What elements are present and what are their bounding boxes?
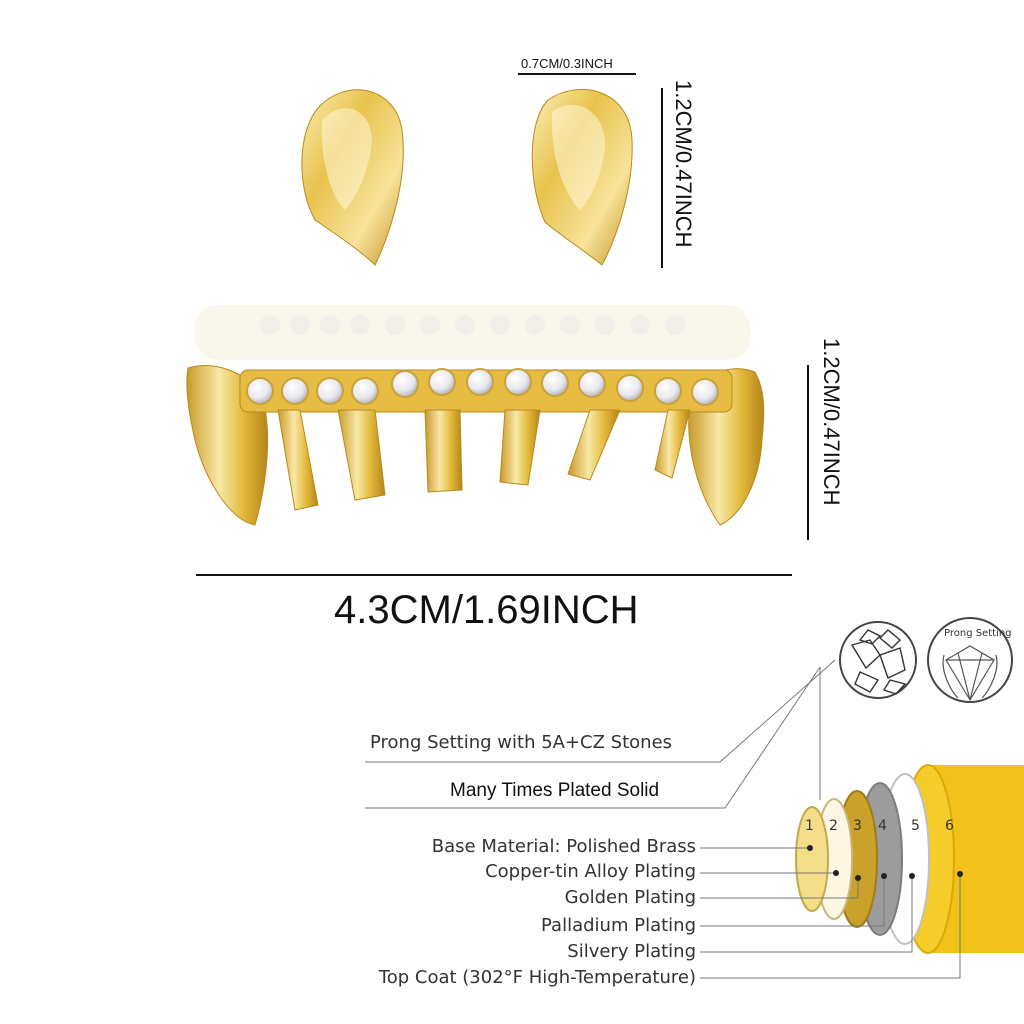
layer-label-4: Palladium Plating: [541, 915, 696, 936]
grill-height-label: 1.2CM/0.47INCH: [819, 338, 844, 506]
layer-number-5: 5: [911, 818, 920, 834]
prong-setting-title: Prong Setting: [944, 628, 1012, 639]
grill-width-label: 4.3CM/1.69INCH: [334, 588, 639, 632]
callout-plated-solid: Many Times Plated Solid: [450, 780, 660, 801]
layer-number-2: 2: [829, 818, 838, 834]
layer-number-1: 1: [805, 818, 814, 834]
layer-label-5: Silvery Plating: [567, 941, 696, 962]
layer-number-4: 4: [878, 818, 887, 834]
layer-label-3: Golden Plating: [564, 887, 696, 908]
layer-number-6: 6: [945, 818, 954, 834]
cz-stones: [246, 368, 719, 406]
grill: [186, 365, 765, 526]
single-fang-right: [531, 88, 633, 266]
single-width-label: 0.7CM/0.3INCH: [521, 56, 613, 71]
callout-prong-setting: Prong Setting with 5A+CZ Stones: [370, 732, 673, 753]
layer-label-1: Base Material: Polished Brass: [431, 836, 696, 857]
layer-number-3: 3: [853, 818, 862, 834]
single-fang-left: [301, 89, 404, 266]
layer-label-2: Copper-tin Alloy Plating: [485, 861, 696, 882]
stone-closeup: [839, 621, 917, 699]
layer-label-6: Top Coat (302°F High-Temperature): [378, 967, 696, 988]
single-height-label: 1.2CM/0.47INCH: [671, 80, 696, 248]
plating-layers-diagram: [365, 617, 1024, 979]
